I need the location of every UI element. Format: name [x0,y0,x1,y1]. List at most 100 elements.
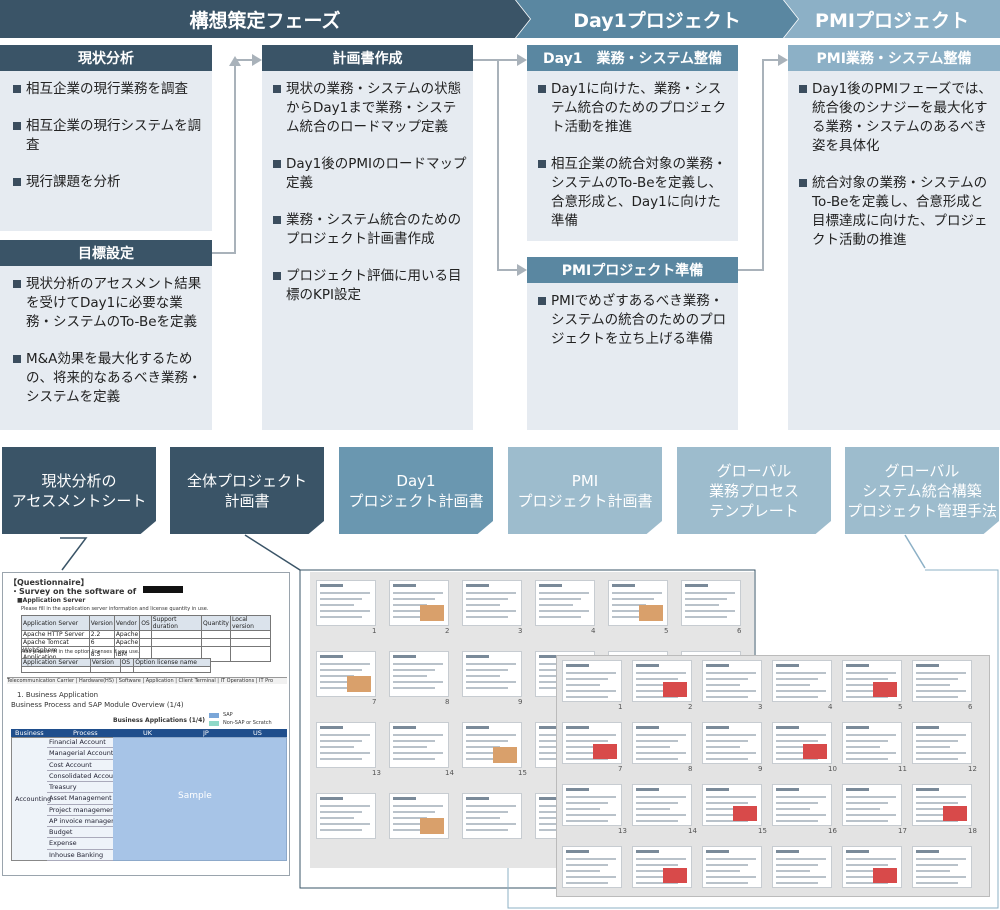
slide-thumbnail[interactable] [562,784,622,826]
panel-keikaku-bullets: 現状の業務・システムの状態からDay1まで業務・システム統合のロードマップ定義 … [272,80,468,323]
thumb-title-bar [706,726,730,729]
table-header: Version [89,658,121,667]
slide-thumbnail[interactable] [772,660,832,702]
thumb-text-line [636,808,670,810]
thumb-text-line [466,681,516,683]
thumb-text-line [393,734,443,736]
thumb-text-line [466,604,500,606]
thumb-text-line [706,808,740,810]
thumb-text-line [916,876,966,878]
thumb-text-line [776,734,826,736]
bullet-item: 相互企業の統合対象の業務・システムのTo-Beを定義し、合意形成と、Day1に向… [537,155,733,231]
table-header: OS [139,615,152,631]
phase-banner-pmi: PMIプロジェクト [784,0,1000,38]
thumb-text-line [466,740,508,742]
slide-thumbnail[interactable] [912,846,972,888]
table-cell: Apache [113,630,141,639]
thumb-text-line [393,817,427,819]
deliverable-global-integration-method[interactable]: グローバル システム統合構築 プロジェクト管理手法 [845,447,999,534]
thumb-text-line [466,598,508,600]
thumb-text-line [846,882,888,884]
thumb-text-line [466,663,516,665]
thumb-graphic [420,604,444,621]
thumb-title-bar [539,797,563,800]
thumb-text-line [776,814,826,816]
connector-line [212,252,236,254]
table-cell: Apache Tomcat [21,638,90,647]
thumb-text-line [466,616,508,618]
slide-thumbnail[interactable] [912,660,972,702]
deliverable-assessment-sheet[interactable]: 現状分析の アセスメントシート [2,447,156,534]
thumb-text-line [393,829,435,831]
slide-thumbnail[interactable] [772,846,832,888]
slide-thumbnail[interactable] [535,580,595,626]
slide-thumbnail[interactable] [702,846,762,888]
slide-thumbnail[interactable] [842,722,902,764]
thumb-text-line [393,752,443,754]
deliverable-global-process-template[interactable]: グローバル 業務プロセス テンプレート [677,447,831,534]
thumb-text-line [636,740,678,742]
thumb-graphic [663,682,687,697]
deliverable-pmi-project-plan[interactable]: PMI プロジェクト計画書 [508,447,662,534]
thumb-text-line [636,796,686,798]
slide-thumbnail[interactable] [702,784,762,826]
process-row: Project management [47,805,113,816]
slide-thumbnail[interactable] [772,784,832,826]
bullet-item: Day1後のPMIフェーズでは、統合後のシナジーを最大化する業務・システムのある… [798,80,996,156]
slide-thumbnail[interactable] [462,651,522,697]
slide-thumbnail[interactable] [462,793,522,839]
thumb-text-line [776,864,818,866]
slide-thumbnail[interactable] [316,580,376,626]
slide-thumbnail[interactable] [562,660,622,702]
thumb-text-line [706,864,748,866]
slide-thumbnail[interactable] [632,722,692,764]
thumb-title-bar [320,797,344,800]
slide-thumbnail[interactable] [912,784,972,826]
slide-thumbnail[interactable] [389,793,449,839]
sheet-tabs[interactable]: Telecommunication Carrier | Hardware(HS)… [7,677,287,684]
slide-thumbnail[interactable] [632,846,692,888]
slide-thumbnail[interactable] [702,660,762,702]
slide-thumbnail[interactable] [562,722,622,764]
thumb-graphic [803,744,827,759]
slide-thumbnail[interactable] [316,722,376,768]
thumb-number: 2 [688,703,693,711]
table-header: Version [88,615,115,631]
slide-thumbnail[interactable] [912,722,972,764]
phase-banner-concept: 構想策定フェーズ [0,0,530,38]
thumb-text-line [320,817,354,819]
slide-thumbnail[interactable] [562,846,622,888]
slide-thumbnail[interactable] [462,580,522,626]
slide-thumbnail[interactable] [632,784,692,826]
slide-thumbnail[interactable] [389,722,449,768]
deliverable-overall-project-plan[interactable]: 全体プロジェクト 計画書 [170,447,324,534]
thumb-title-bar [566,850,590,853]
slide-thumbnail[interactable] [772,722,832,764]
ba-sap-area [113,737,287,861]
panel-pmi [788,45,1000,430]
slide-thumbnail[interactable] [316,793,376,839]
thumb-text-line [776,758,818,760]
slide-thumbnail[interactable] [842,660,902,702]
slide-thumbnail[interactable] [842,846,902,888]
thumb-text-line [566,740,608,742]
thumb-number: 8 [688,765,693,773]
slide-thumbnail[interactable] [462,722,522,768]
section-title: 1. Business Application [17,691,99,699]
thumb-text-line [846,696,888,698]
slide-thumbnail[interactable] [389,580,449,626]
slide-thumbnail[interactable] [702,722,762,764]
slide-thumbnail[interactable] [842,784,902,826]
slide-thumbnail[interactable] [681,580,741,626]
slide-thumbnail[interactable] [389,651,449,697]
thumb-text-line [320,592,370,594]
slide-thumbnail[interactable] [608,580,668,626]
table-cell: 2.2 [88,630,115,639]
deliverable-day1-project-plan[interactable]: Day1 プロジェクト計画書 [339,447,493,534]
assessment-sheet-preview: 【Questionnaire】 ・Survey on the software … [2,572,290,876]
slide-thumbnail[interactable] [632,660,692,702]
thumb-title-bar [636,788,660,791]
thumb-number: 15 [518,769,527,777]
thumb-text-line [776,820,818,822]
slide-thumbnail[interactable] [316,651,376,697]
